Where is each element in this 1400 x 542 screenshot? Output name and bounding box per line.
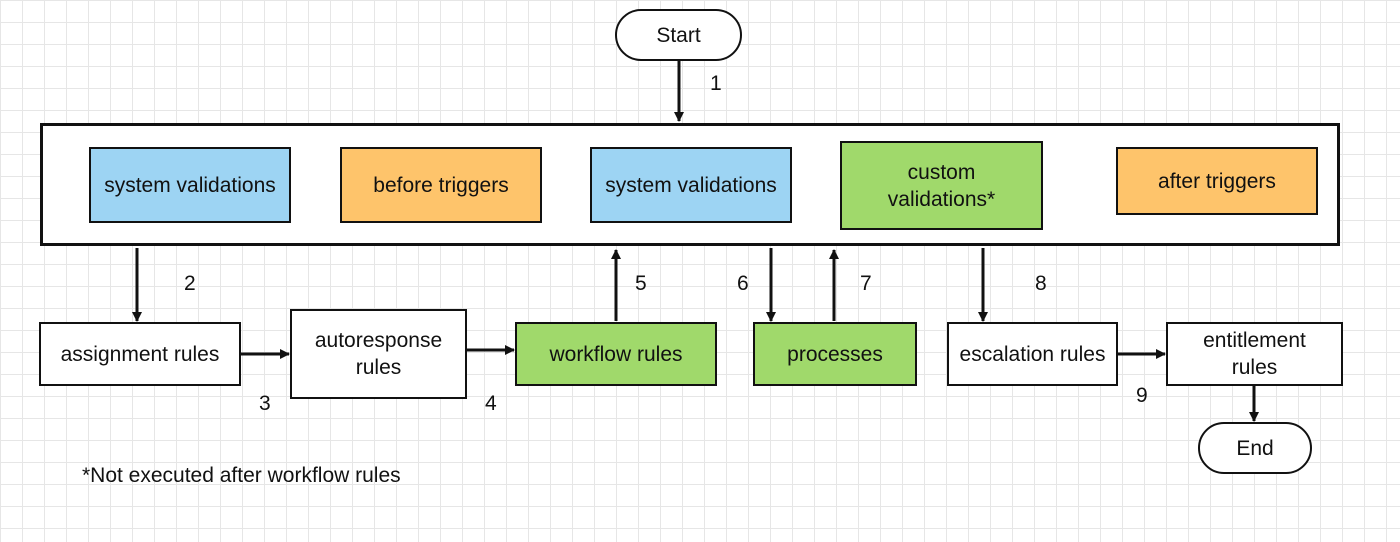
processes-label: processes (787, 342, 883, 366)
end-terminal: End (1198, 422, 1312, 474)
before-triggers-box: before triggers (340, 147, 542, 223)
system-validations-box-1: system validations (89, 147, 291, 223)
step-label-1: 1 (710, 72, 722, 95)
processes-box: processes (753, 322, 917, 386)
step-label-9: 9 (1136, 384, 1148, 407)
system-validations-label-2: system validations (605, 173, 777, 197)
after-triggers-label: after triggers (1158, 169, 1276, 193)
custom-validations-label: custom validations* (887, 160, 996, 211)
start-label: Start (656, 23, 701, 47)
system-validations-label-1: system validations (104, 173, 276, 197)
custom-validations-box: custom validations* (840, 141, 1043, 230)
workflow-rules-box: workflow rules (515, 322, 717, 386)
workflow-rules-label: workflow rules (549, 342, 683, 366)
assignment-rules-box: assignment rules (39, 322, 241, 386)
autoresponse-rules-box: autoresponse rules (290, 309, 467, 399)
end-label: End (1236, 436, 1274, 460)
after-triggers-box: after triggers (1116, 147, 1318, 215)
start-terminal: Start (615, 9, 742, 61)
autoresponse-rules-label: autoresponse rules (314, 329, 443, 379)
assignment-rules-label: assignment rules (60, 342, 220, 366)
step-label-2: 2 (184, 272, 196, 295)
step-label-4: 4 (485, 392, 497, 415)
entitlement-rules-box: entitlement rules (1166, 322, 1343, 386)
step-label-5: 5 (635, 272, 647, 295)
step-label-7: 7 (860, 272, 872, 295)
before-triggers-label: before triggers (373, 173, 509, 197)
system-validations-box-2: system validations (590, 147, 792, 223)
step-label-8: 8 (1035, 272, 1047, 295)
step-label-3: 3 (259, 392, 271, 415)
escalation-rules-box: escalation rules (947, 322, 1118, 386)
step-label-6: 6 (737, 272, 749, 295)
footnote: *Not executed after workflow rules (82, 464, 401, 487)
entitlement-rules-label: entitlement rules (1203, 329, 1306, 379)
escalation-rules-label: escalation rules (959, 342, 1106, 366)
